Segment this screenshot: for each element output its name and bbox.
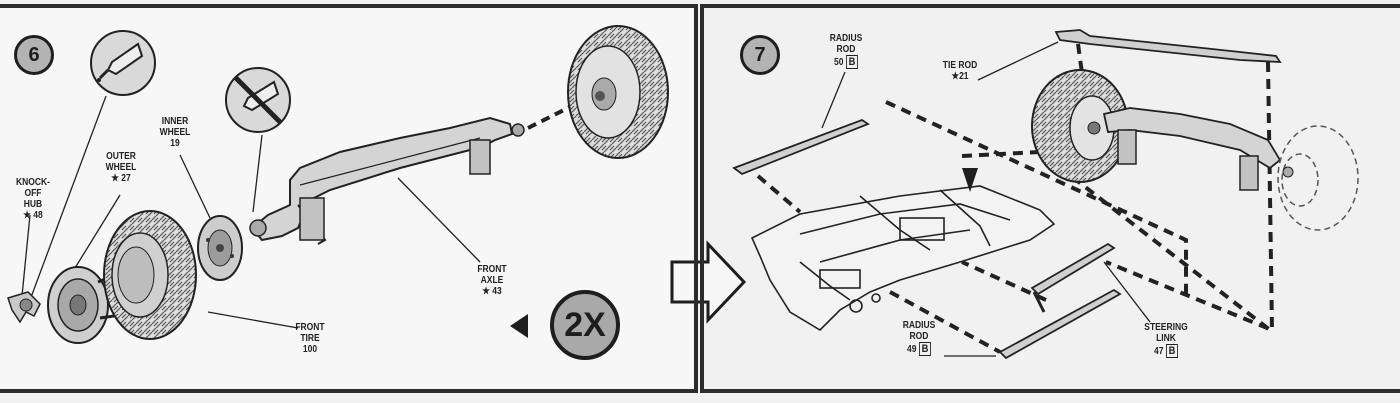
- radius-rod-50-part: [732, 118, 870, 176]
- kit-tag-b: B: [1166, 344, 1178, 358]
- front-axle-label: FRONT AXLE ★ 43: [477, 264, 507, 297]
- tie-rod-part: [1054, 29, 1282, 63]
- step-7-number: 7: [754, 43, 766, 66]
- front-tire-label: FRONT TIRE 100: [295, 322, 325, 355]
- step-6-leader-lines: [21, 95, 481, 329]
- step-6-dashed-guide: [527, 96, 589, 130]
- outer-wheel-label: OUTER WHEEL ★ 27: [105, 151, 137, 184]
- quantity-badge: 2X: [550, 290, 620, 360]
- tie-rod-label: TIE ROD ★21: [942, 60, 978, 82]
- step-6-number: 6: [28, 43, 40, 66]
- no-glue-icon: [225, 67, 291, 133]
- down-arrow-icon: [962, 168, 978, 192]
- radius-rod-49-part: [998, 288, 1122, 360]
- knock-off-hub-label: KNOCK-OFF HUB ★ 48: [15, 177, 50, 221]
- glue-tube-icon: [90, 30, 156, 96]
- inner-wheel-label: INNER WHEEL 19: [159, 116, 191, 149]
- chassis-part: [750, 185, 1056, 332]
- front-axle-part: [249, 116, 525, 245]
- outer-wheel-part: [47, 266, 115, 344]
- steering-link-part: [1030, 242, 1116, 313]
- quantity-label: 2X: [564, 305, 606, 344]
- knock-off-hub-part: [7, 291, 41, 324]
- kit-tag-b: B: [919, 342, 931, 356]
- assembled-axle-part: [1031, 69, 1359, 231]
- step-7-badge: 7: [740, 35, 780, 75]
- step-6-badge: 6: [14, 35, 54, 75]
- step-7-leader-lines: [821, 41, 1151, 357]
- next-step-arrow-icon: [670, 240, 747, 324]
- front-tire-part: [103, 210, 197, 340]
- inner-wheel-part: [197, 215, 243, 281]
- assembled-wheel-part: [567, 25, 669, 159]
- left-arrow-icon: [510, 314, 528, 338]
- kit-tag-b: B: [846, 55, 858, 69]
